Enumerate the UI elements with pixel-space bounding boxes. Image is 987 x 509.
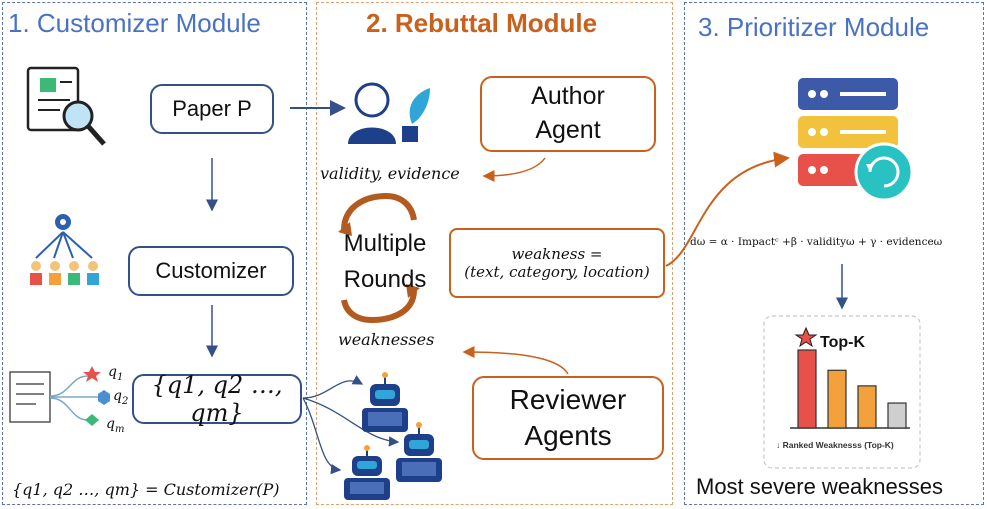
- ranked-bar: [887, 402, 907, 429]
- reviewer-robot-icon: [396, 422, 442, 482]
- customizer-box: Customizer: [128, 246, 294, 296]
- weakness-definition-box: weakness = (text, category, location): [449, 228, 665, 298]
- paper-box: Paper P: [150, 84, 274, 134]
- validity-evidence-label: validity, evidence: [320, 164, 460, 183]
- rebuttal-module-panel: [316, 2, 673, 505]
- ranked-bar: [797, 349, 817, 429]
- most-severe-weaknesses-label: Most severe weaknesses: [696, 474, 943, 499]
- reviewer-agents-box: Reviewer Agents: [472, 376, 664, 460]
- ranked-bar: [827, 369, 847, 429]
- multiple-rounds-label: Multiple Rounds: [343, 230, 427, 293]
- questions-set-box: {q1, q2 …, qm}: [132, 371, 302, 427]
- cycle-arrow-bottom: [341, 289, 417, 324]
- reviewer-robot-icon: [362, 372, 408, 432]
- ranked-bar: [857, 385, 877, 429]
- customizer-equation: {q1, q2 …, qm} = Customizer(P): [12, 480, 280, 499]
- q1-label: q1: [108, 364, 124, 383]
- priority-formula: dω = α · Impactᶜ +β · validityω + γ · ev…: [690, 236, 943, 248]
- customizer-module-panel: [2, 2, 307, 505]
- weaknesses-label: weaknesses: [338, 330, 435, 349]
- reviewer-robot-icon: [344, 445, 390, 500]
- customizer-module-title: 1. Customizer Module: [8, 8, 261, 38]
- author-writer-icon: [348, 82, 430, 144]
- author-agent-box: Author Agent: [480, 76, 656, 152]
- qm-label: qm: [106, 416, 125, 435]
- prioritizer-module-title: 3. Prioritizer Module: [698, 12, 930, 42]
- star-icon: [794, 326, 818, 348]
- document-questions-icon: [9, 366, 110, 426]
- paper-search-icon: [26, 66, 106, 146]
- chart-caption: ↓ Ranked Weaknesss (Top-K): [776, 440, 894, 450]
- q2-label: q2: [113, 388, 129, 407]
- rebuttal-module-title: 2. Rebuttal Module: [366, 8, 598, 38]
- topk-title: Top-K: [820, 334, 866, 351]
- prioritizer-module-panel: [684, 2, 984, 505]
- users-hierarchy-icon: [30, 214, 99, 285]
- cycle-arrow-top: [341, 192, 417, 231]
- server-database-icon: [798, 78, 914, 202]
